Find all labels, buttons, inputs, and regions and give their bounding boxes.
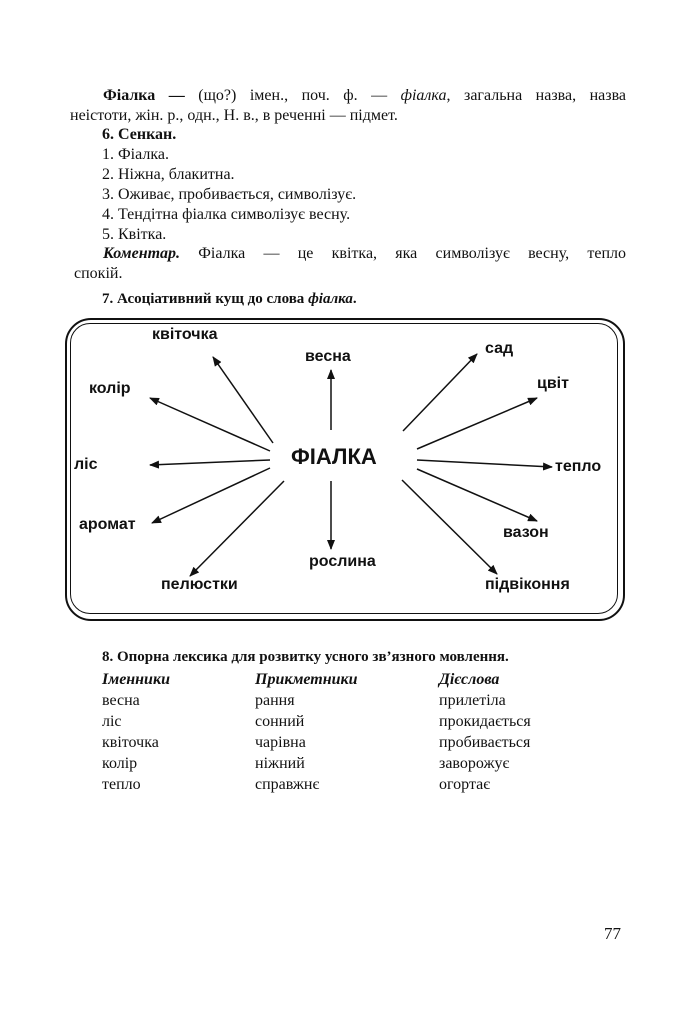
vocab-column-nouns: Іменники весна ліс квіточка колір тепло [102, 669, 170, 795]
vocab-item: огортає [439, 776, 491, 793]
comment-line-2: спокій. [74, 265, 123, 282]
word-roslyna: рослина [309, 553, 376, 570]
vocab-header-nouns: Іменники [102, 671, 170, 688]
cinquain-line-2: 2. Ніжна, блакитна. [102, 166, 235, 183]
section8-heading: 8. Опорна лексика для розвитку усного зв… [102, 649, 509, 665]
center-word: ФІАЛКА [291, 444, 377, 469]
vocab-header-verbs: Дієслова [439, 671, 500, 688]
arrow-vazon [416, 468, 538, 522]
arrow-teplo [416, 459, 553, 471]
word-kolir: колір [89, 380, 131, 397]
section7-heading: 7. Асоціативний кущ до слова фіалка. [102, 291, 357, 308]
word-vazon: вазон [503, 524, 549, 541]
cinquain-line-4: 4. Тендітна фіалка символізує весну. [102, 206, 351, 223]
intro-text-after: , загальна назва, назва [446, 87, 627, 104]
diagram-frame-outer [65, 318, 625, 621]
word-aromat: аромат [79, 516, 136, 533]
section7-heading-suffix: . [352, 291, 357, 307]
arrow-kolir [149, 397, 271, 452]
diagram-frame-inner [70, 323, 618, 614]
word-teplo: тепло [555, 458, 602, 475]
association-diagram: ФІАЛКА квіточка весна сад колір цвіт ліс… [65, 318, 625, 621]
word-tsvit: цвіт [537, 375, 569, 392]
vocab-item: прилетіла [439, 692, 506, 709]
vocab-header-adjectives: Прикметники [255, 671, 358, 688]
word-sad: сад [485, 340, 514, 357]
vocab-item: заворожує [439, 755, 510, 772]
vocab-item: чарівна [255, 734, 306, 751]
arrow-aromat [151, 467, 271, 524]
intro-paragraph: Фіалка — (що?) імен., поч. ф. — фіалка, … [70, 86, 626, 126]
intro-term: Фіалка — [103, 87, 185, 104]
comment-text: Фіалка — це квітка, яка символізує весну… [180, 245, 626, 262]
vocab-item: тепло [102, 776, 141, 793]
intro-text-before: (що?) імен., поч. ф. — [184, 87, 401, 104]
vocab-item: сонний [255, 713, 305, 730]
section6-heading: 6. Сенкан. [102, 126, 177, 143]
arrows-layer [149, 353, 553, 577]
arrow-lis [149, 459, 271, 469]
arrow-kvitochka [212, 356, 274, 444]
cinquain-line-1: 1. Фіалка. [102, 146, 169, 163]
comment-line-1: Коментар. Фіалка — це квітка, яка символ… [70, 244, 626, 264]
vocab-item: пробивається [439, 734, 531, 751]
section6: 6. Сенкан. 1. Фіалка. 2. Ніжна, блакитна… [102, 125, 356, 245]
comment-paragraph: Коментар. Фіалка — це квітка, яка символ… [70, 244, 626, 284]
vocab-item: квіточка [102, 734, 159, 751]
word-kvitochka: квіточка [152, 326, 218, 343]
vocab-item: прокидається [439, 713, 531, 730]
vocab-item: рання [255, 692, 295, 709]
word-lis: ліс [74, 456, 98, 473]
intro-line-2: неістоти, жін. р., одн., Н. в., в реченн… [70, 107, 398, 124]
arrow-tsvit [416, 397, 538, 450]
section7-heading-prefix: 7. Асоціативний кущ до слова [102, 291, 309, 307]
word-vesna: весна [305, 348, 351, 365]
intro-line-1: Фіалка — (що?) імен., поч. ф. — фіалка, … [70, 86, 626, 106]
cinquain-line-5: 5. Квітка. [102, 226, 167, 243]
cinquain-line-3: 3. Оживає, пробивається, символізує. [102, 186, 357, 203]
vocab-item: ніжний [255, 755, 305, 772]
section7-heading-italic: фіалка [308, 291, 353, 307]
vocab-item: справжнє [255, 776, 320, 793]
vocab-item: весна [102, 692, 140, 709]
vocab-item: ліс [102, 713, 122, 730]
arrow-pidvikonnya [401, 479, 498, 575]
intro-italic-word: фіалка [400, 87, 447, 104]
arrow-pelyustky [189, 480, 285, 577]
comment-label: Коментар. [103, 245, 181, 262]
vocab-column-verbs: Дієслова прилетіла прокидається пробиває… [439, 669, 531, 795]
word-pidvikonnya: підвіконня [485, 576, 570, 593]
vocab-column-adjectives: Прикметники рання сонний чарівна ніжний … [255, 669, 358, 795]
word-pelyustky: пелюстки [161, 576, 238, 593]
page-number: 77 [604, 924, 621, 943]
vocab-item: колір [102, 755, 138, 772]
arrow-sad [402, 353, 478, 432]
